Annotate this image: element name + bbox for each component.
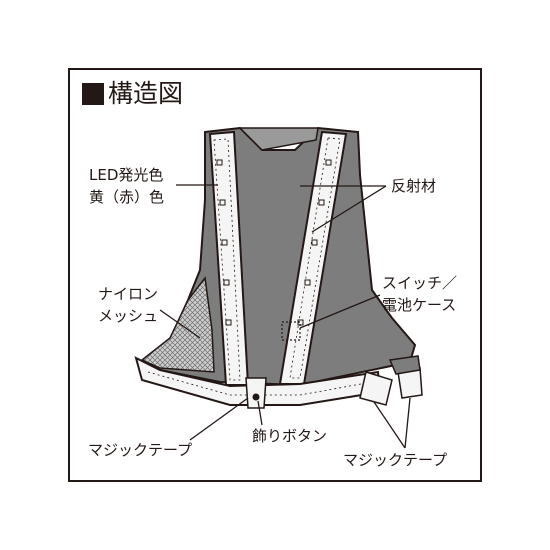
title-text: 構造図: [108, 79, 184, 108]
right-velcro-tab-1: [359, 371, 393, 406]
led-dots-left: [216, 159, 232, 326]
label-switch-line2: 電池ケース: [382, 296, 457, 314]
diagram-frame: [68, 68, 482, 482]
label-decorative-button: 飾りボタン: [252, 427, 328, 445]
label-led-color-line2: 黄（赤）色: [89, 188, 165, 206]
front-flap: [245, 377, 267, 409]
label-reflective: 反射材: [391, 177, 437, 195]
nylon-mesh: [140, 276, 215, 373]
decorative-button-icon: [252, 393, 260, 401]
label-switch-line1: スイッチ／: [382, 274, 458, 292]
label-velcro-left: マジックテープ: [88, 441, 193, 459]
label-velcro-right: マジックテープ: [343, 451, 448, 469]
vest-back-panel: [238, 127, 319, 151]
switch-battery-case: [281, 321, 301, 341]
label-nylon-line1: ナイロン: [98, 285, 159, 303]
leader-lines: [159, 184, 411, 449]
page-title: 構造図: [82, 79, 183, 109]
square-bullet-icon: [82, 83, 104, 105]
label-nylon-line2: メッシュ: [98, 307, 159, 325]
label-led-color-line1: LED発光色: [89, 166, 164, 184]
